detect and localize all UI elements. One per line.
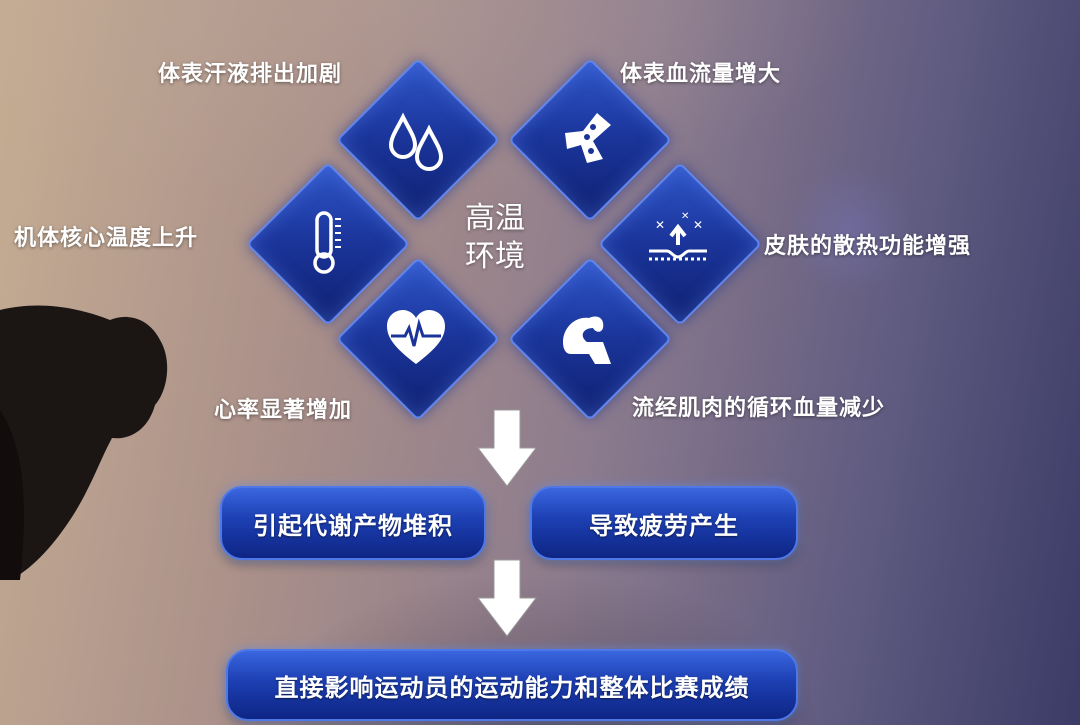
center-text: 高温 环境 [440,200,550,276]
svg-text:✕: ✕ [681,211,689,222]
thermometer-icon [313,211,341,274]
athlete-silhouette [0,305,168,580]
down-arrow-2 [476,559,538,637]
down-arrow-1 [476,409,538,487]
svg-text:✕: ✕ [693,218,703,232]
label-core-temp: 机体核心温度上升 [14,226,199,251]
water-drops-icon [388,112,444,171]
label-blood-flow: 体表血流量增大 [620,62,782,87]
skin-heat-icon: ✕ ✕ ✕ [649,211,707,261]
result-fatigue: 导致疲劳产生 [530,486,798,560]
blood-vessel-icon [565,113,611,163]
muscle-arm-icon [563,316,611,364]
label-heart-rate: 心率显著增加 [214,398,353,423]
center-text-line-1: 高温 [465,201,525,236]
final-outcome: 直接影响运动员的运动能力和整体比赛成绩 [226,649,798,721]
label-skin-heat: 皮肤的散热功能增强 [764,234,972,259]
result-metabolite-accumulation: 引起代谢产物堆积 [220,486,486,560]
label-sweat: 体表汗液排出加剧 [158,62,343,87]
svg-text:✕: ✕ [655,218,665,232]
center-text-line-2: 环境 [465,239,525,274]
label-muscle-blood: 流经肌肉的循环血量减少 [632,396,886,421]
heartbeat-icon [387,310,445,364]
